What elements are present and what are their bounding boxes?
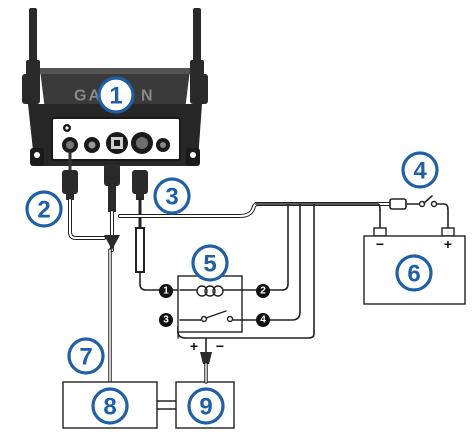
device9-minus-label: − [216, 338, 224, 354]
svg-text:9: 9 [199, 394, 212, 421]
callout-2: 2 [25, 190, 63, 228]
relay [177, 275, 243, 333]
svg-text:4: 4 [260, 315, 266, 326]
relay-terminal-4: 4 [256, 313, 270, 327]
relay-terminal-3: 3 [159, 313, 173, 327]
callout-6: 6 [395, 254, 433, 292]
device9-plus-label: + [190, 338, 198, 354]
svg-text:1: 1 [163, 286, 169, 297]
svg-text:3: 3 [163, 315, 169, 326]
brand-text-left: GA [74, 88, 102, 105]
battery-terminal-minus [373, 227, 387, 237]
callout-8: 8 [91, 387, 129, 425]
device-cables [62, 151, 181, 291]
relay-terminal-2: 2 [256, 284, 270, 298]
svg-text:2: 2 [37, 197, 50, 224]
brand-text-right: N [141, 88, 155, 105]
callout-9: 9 [187, 387, 225, 425]
svg-text:8: 8 [103, 394, 116, 421]
battery-minus-label: − [376, 236, 384, 252]
svg-text:1: 1 [109, 83, 122, 110]
callout-7: 7 [67, 337, 105, 375]
fuse [389, 198, 407, 210]
svg-text:2: 2 [260, 286, 266, 297]
svg-text:3: 3 [165, 184, 178, 211]
svg-text:5: 5 [203, 251, 216, 278]
callout-5: 5 [191, 244, 229, 282]
relay-terminal-1: 1 [159, 284, 173, 298]
callout-3: 3 [153, 177, 191, 215]
svg-text:6: 6 [407, 261, 420, 288]
callout-1: 1 [97, 76, 135, 114]
battery-terminal-plus [441, 227, 455, 237]
battery-plus-label: + [444, 236, 452, 252]
svg-text:4: 4 [413, 158, 427, 185]
callout-4: 4 [401, 151, 439, 189]
svg-text:7: 7 [79, 344, 92, 371]
relay-box [177, 275, 243, 333]
